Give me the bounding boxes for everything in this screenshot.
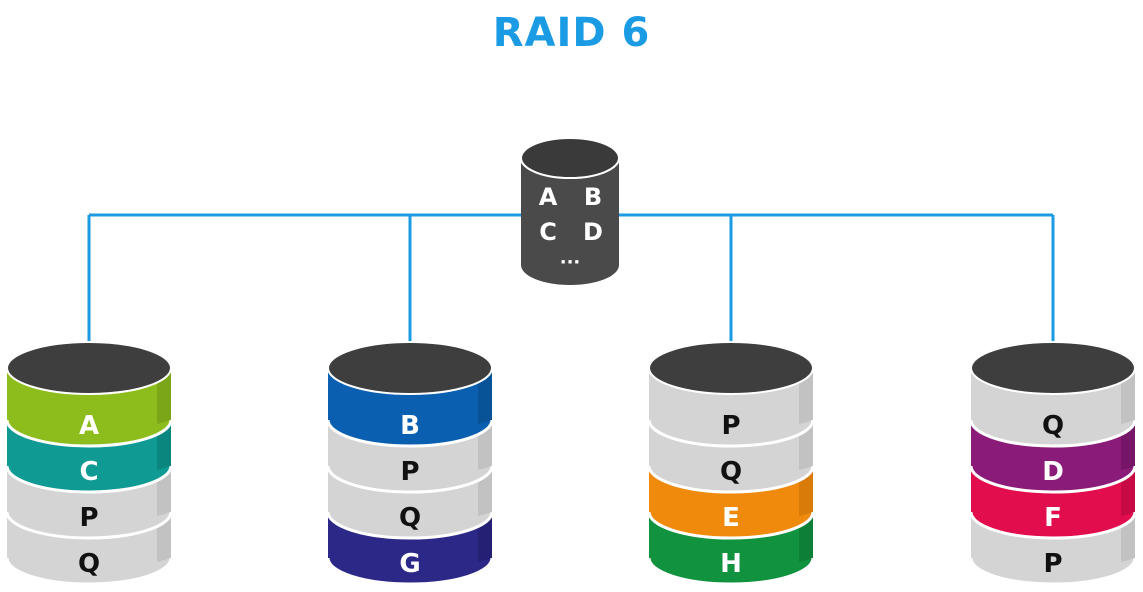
source-label-c: C — [539, 218, 557, 246]
disk-4-label-d: D — [1042, 457, 1064, 487]
block-edge — [5, 419, 173, 448]
block-shade — [157, 368, 171, 424]
disk-1-label-q: Q — [78, 549, 100, 579]
disk-4-label-q: Q — [1042, 411, 1064, 441]
block-edge — [647, 557, 815, 586]
block-edge — [969, 419, 1137, 448]
block-edge — [969, 465, 1137, 494]
block-edge — [326, 419, 494, 448]
block-shade — [799, 368, 813, 424]
block-edge — [969, 557, 1137, 586]
disk-3-label-e: E — [722, 503, 740, 533]
disk-2-label-g: G — [399, 549, 420, 579]
disk-4-label-p: P — [1043, 549, 1062, 579]
diagram-title: RAID 6 — [492, 10, 651, 56]
disk-2-label-b: B — [400, 411, 420, 441]
source-disk-top — [520, 137, 620, 179]
disk-3-top — [648, 341, 814, 395]
block-edge — [326, 557, 494, 586]
block-edge — [647, 511, 815, 540]
disk-3-label-h: H — [720, 549, 742, 579]
disk-3-label-p: P — [721, 411, 740, 441]
source-label-b: B — [584, 183, 602, 211]
disk-1-label-c: C — [79, 457, 98, 487]
source-label-d: D — [583, 218, 603, 246]
disk-1-label-p: P — [79, 503, 98, 533]
disk-3-label-q: Q — [720, 457, 742, 487]
disk-2-label-p: P — [400, 457, 419, 487]
source-label-a: A — [539, 183, 558, 211]
block-shade — [1121, 368, 1135, 424]
disk-1-top — [6, 341, 172, 395]
block-edge — [326, 511, 494, 540]
block-edge — [5, 557, 173, 586]
disk-2-top — [327, 341, 493, 395]
source-ellipsis: ... — [560, 248, 581, 269]
source-disk-body — [521, 158, 619, 285]
block-edge — [647, 419, 815, 448]
disk-2-label-q: Q — [399, 503, 421, 533]
disk-4-top — [970, 341, 1136, 395]
block-edge — [647, 465, 815, 494]
block-shade — [478, 368, 492, 424]
block-edge — [5, 465, 173, 494]
block-edge — [326, 465, 494, 494]
disk-4-label-f: F — [1044, 503, 1062, 533]
block-edge — [5, 511, 173, 540]
block-edge — [969, 511, 1137, 540]
disk-1-label-a: A — [79, 411, 99, 441]
